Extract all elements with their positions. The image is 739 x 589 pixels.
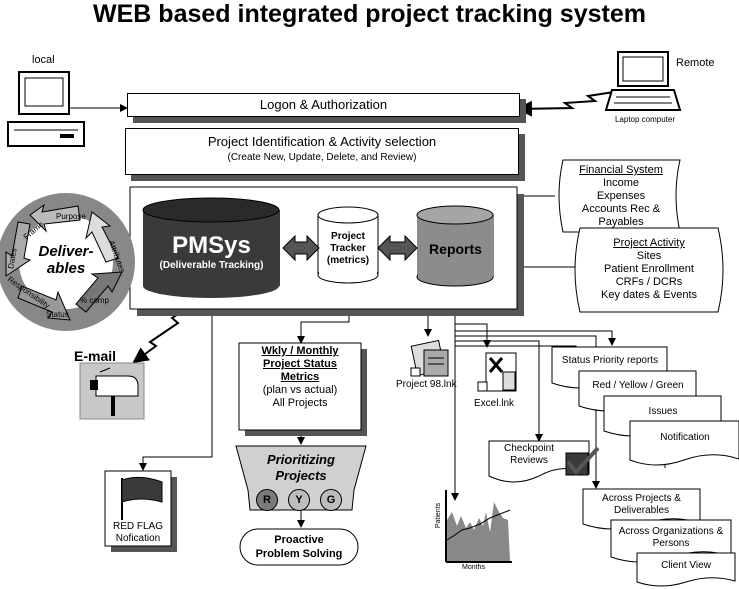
pmsys-cylinder — [142, 197, 280, 298]
weekly-line1: Wkly / Monthly — [261, 345, 339, 357]
checkmark-icon — [565, 446, 600, 476]
reports-label: Reports — [429, 241, 482, 257]
proactive-line2: Problem Solving — [255, 548, 343, 560]
yellow-indicator[interactable]: Y — [288, 489, 310, 511]
tracker-cylinder — [317, 206, 379, 284]
activity-scroll — [574, 227, 724, 313]
pmsys-label: PMSys (Deliverable Tracking) — [143, 232, 280, 271]
flag-icon — [121, 476, 163, 520]
redflag-line1: RED FLAG — [112, 521, 163, 532]
project-id-title: Project Identification & Activity select… — [207, 134, 437, 149]
weekly-line4: (plan vs actual) — [262, 384, 338, 396]
redflag-line2: Nofication — [115, 533, 161, 544]
deliverables-cycle — [0, 193, 135, 331]
checkpoint-label[interactable]: Checkpoint Reviews — [493, 443, 565, 467]
excel-link[interactable]: Excel.lnk — [474, 398, 515, 409]
report-issues[interactable]: Issues — [648, 406, 678, 417]
tracker-line1: Project — [331, 231, 365, 242]
project-activity[interactable]: Project Activity Sites Patient Enrollmen… — [585, 237, 713, 302]
report-ryg[interactable]: Red / Yellow / Green — [592, 380, 684, 391]
tracker-label: Project Tracker (metrics) — [318, 231, 378, 267]
patients-chart — [445, 490, 512, 563]
tracker-line3: (metrics) — [326, 255, 370, 266]
email-label: E-mail — [74, 348, 117, 364]
cycle-label-status: Status — [46, 310, 69, 319]
logon-label: Logon & Authorization — [259, 97, 388, 112]
across-stack — [582, 488, 736, 587]
chart-y-label: Patients — [435, 502, 443, 529]
financial-item: Income — [602, 177, 640, 189]
local-label: local — [32, 54, 55, 66]
report-stack — [551, 346, 739, 466]
report-status-priority[interactable]: Status Priority reports — [561, 355, 659, 366]
client-view[interactable]: Client View — [661, 560, 711, 571]
red-indicator[interactable]: R — [256, 489, 278, 511]
activity-item: CRFs / DCRs — [615, 276, 683, 288]
tracker-line2: Tracker — [330, 243, 366, 254]
double-arrow-left — [282, 234, 320, 262]
financial-item: Payables — [598, 216, 644, 228]
laptop-label: Laptop computer — [614, 115, 676, 124]
project-id-bar[interactable]: Project Identification & Activity select… — [125, 128, 519, 175]
redflag-label[interactable]: RED FLAG Nofication — [105, 521, 171, 545]
laptop-icon — [604, 51, 682, 111]
project-id-subtitle: (Create New, Update, Delete, and Review) — [227, 152, 417, 163]
weekly-metrics[interactable]: Wkly / Monthly Project Status Metrics (p… — [239, 345, 361, 410]
report-notification[interactable]: Notification — [660, 432, 710, 443]
logon-bar[interactable]: Logon & Authorization — [127, 93, 520, 117]
activity-item: Sites — [636, 250, 662, 262]
activity-title: Project Activity — [613, 237, 685, 249]
weekly-line2: Project Status — [263, 358, 337, 370]
prioritizing-line2: Projects — [275, 468, 327, 483]
project98-icon — [410, 339, 449, 377]
cycle-label-purpose: Purpose — [56, 212, 86, 221]
chart-x-label: Months — [462, 564, 485, 571]
weekly-line5: All Projects — [272, 397, 328, 409]
prioritizing-line1: Prioritizing — [267, 452, 335, 467]
proactive-pill — [239, 528, 359, 566]
financial-title: Financial System — [579, 164, 663, 176]
pmsys-sub: (Deliverable Tracking) — [159, 260, 264, 271]
excel-icon — [477, 352, 517, 392]
green-indicator[interactable]: G — [320, 489, 342, 511]
cycle-label-comp: % comp — [80, 296, 109, 305]
checkpoint-line1: Checkpoint — [503, 443, 555, 454]
prioritizing-label: Prioritizing Projects — [236, 452, 366, 484]
remote-label: Remote — [676, 57, 715, 69]
page-title: WEB based integrated project tracking sy… — [93, 0, 646, 28]
activity-item: Key dates & Events — [601, 289, 697, 301]
proactive-line1: Proactive — [274, 534, 324, 546]
weekly-line3: Metrics — [280, 371, 320, 383]
desktop-computer-icon — [7, 71, 85, 147]
financial-item: Accounts Rec & — [581, 203, 661, 215]
deliverables-center: Deliver- ables — [30, 243, 102, 277]
checkpoint-line2: Reviews — [510, 455, 548, 466]
pmsys-name: PMSys — [172, 232, 251, 259]
across-organizations[interactable]: Across Organizations & Persons — [618, 526, 724, 549]
across-projects[interactable]: Across Projects & Deliverables — [602, 493, 681, 516]
activity-item: Patient Enrollment — [604, 263, 694, 275]
deliverables-line2: ables — [46, 260, 86, 277]
mailbox-icon — [79, 362, 145, 420]
financial-system[interactable]: Financial System Income Expenses Account… — [560, 164, 682, 229]
double-arrow-right — [377, 234, 418, 262]
reports-cylinder — [416, 205, 494, 287]
financial-item: Expenses — [596, 190, 646, 202]
deliverables-line1: Deliver- — [38, 243, 94, 260]
proactive-label[interactable]: Proactive Problem Solving — [240, 533, 358, 561]
project98-link[interactable]: Project 98.lnk — [396, 379, 457, 390]
